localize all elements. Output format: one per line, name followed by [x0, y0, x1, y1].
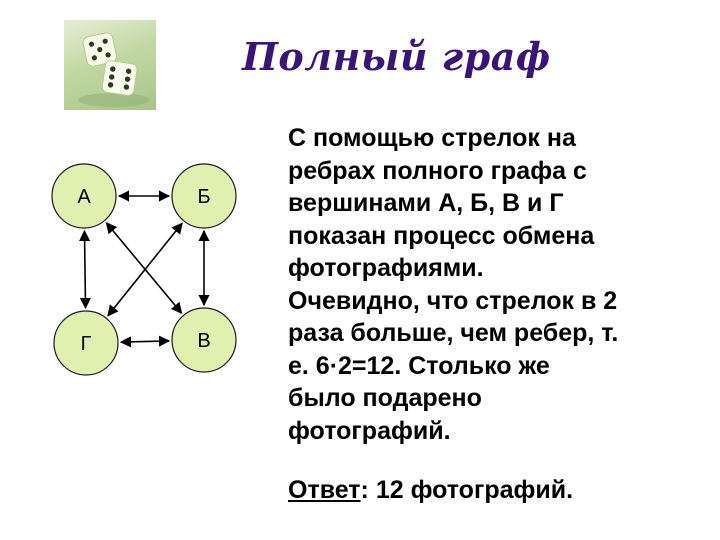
- dice-logo: [64, 20, 156, 110]
- edge-B-G: [107, 222, 183, 317]
- node-label: А: [77, 186, 91, 208]
- edge-G-V: [119, 335, 171, 348]
- node-B: Б: [171, 163, 237, 229]
- answer-label: Ответ: [288, 476, 361, 504]
- node-circle: [53, 310, 119, 376]
- explanation-line: вершинами А, Б, В и Г: [288, 189, 564, 217]
- edge-A-V: [105, 222, 183, 314]
- explanation-line: раза больше, чем ребер, т.: [288, 319, 619, 347]
- node-label: Б: [197, 186, 210, 208]
- answer: Ответ: 12 фотографий.: [288, 476, 573, 505]
- graph-nodes: А Б В Г: [51, 163, 237, 376]
- edge-A-G: [79, 229, 91, 310]
- node-V: В: [171, 307, 237, 373]
- explanation-line: ребрах полного графа с: [288, 156, 587, 185]
- explanation-line: Очевидно, что стрелок в 2: [288, 286, 618, 315]
- explanation-line: было подарено: [288, 384, 482, 412]
- explanation-line: е. 6·2=12. Столько же: [288, 351, 550, 380]
- dice-icon: [78, 32, 150, 107]
- page-title: Полный граф: [242, 34, 551, 79]
- node-circle: [51, 163, 117, 229]
- node-label: Г: [81, 333, 92, 355]
- explanation-text: С помощью стрелок на ребрах полного граф…: [288, 122, 688, 447]
- node-label: В: [197, 330, 210, 352]
- answer-value: : 12 фотографий.: [360, 476, 574, 504]
- node-circle: [171, 163, 237, 229]
- explanation-line: показан процесс обмена: [288, 221, 595, 250]
- explanation-line: С помощью стрелок на: [288, 124, 576, 152]
- explanation-line: фотографий.: [288, 416, 451, 445]
- node-circle: [171, 307, 237, 373]
- explanation-line: фотографиями.: [288, 254, 484, 282]
- node-G: Г: [53, 310, 119, 376]
- graph-edges: [79, 190, 210, 348]
- node-A: А: [51, 163, 117, 229]
- complete-graph-diagram: А Б В Г: [51, 163, 237, 376]
